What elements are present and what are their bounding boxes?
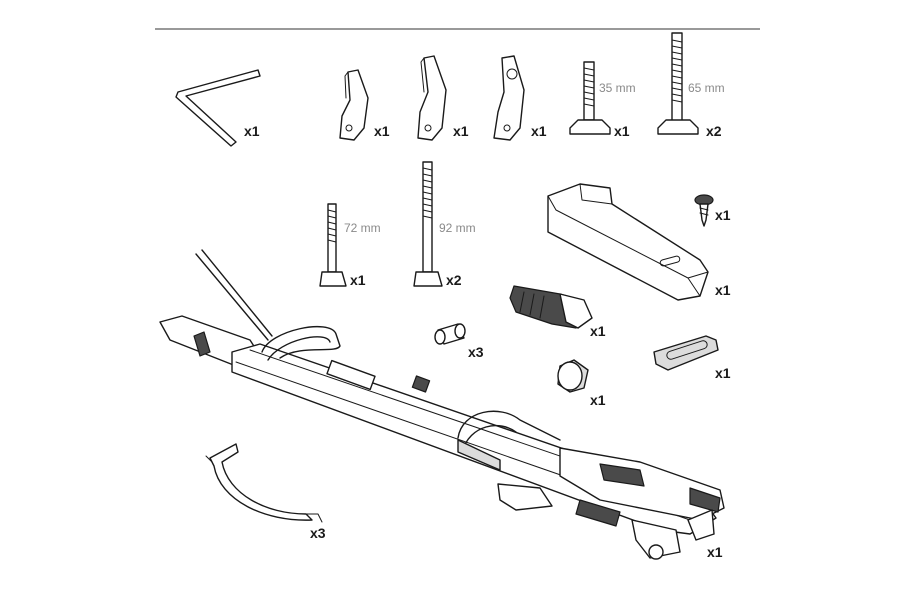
clamp-medium-qty: x1 bbox=[453, 123, 469, 139]
bolt-92-qty: x2 bbox=[446, 272, 462, 288]
tbolt-65-length: 65 mm bbox=[688, 81, 725, 95]
lock-cylinder-illustration bbox=[509, 285, 593, 329]
clamp-lock-qty: x1 bbox=[531, 123, 547, 139]
clamp-medium-illustration bbox=[417, 55, 447, 141]
hex-key-qty: x1 bbox=[244, 123, 260, 139]
tbolt-35-qty: x1 bbox=[614, 123, 630, 139]
bike-carrier-illustration bbox=[159, 249, 725, 560]
end-cap-illustration bbox=[557, 359, 589, 393]
bolt-72-illustration bbox=[319, 203, 347, 287]
hex-key-illustration bbox=[175, 69, 261, 147]
bolt-92-length: 92 mm bbox=[439, 221, 476, 235]
screw-illustration bbox=[694, 194, 714, 227]
wheel-strap-qty: x3 bbox=[310, 525, 326, 541]
clamp-small-qty: x1 bbox=[374, 123, 390, 139]
bolt-72-qty: x1 bbox=[350, 272, 366, 288]
wheel-strap-illustration bbox=[205, 443, 323, 523]
bike-carrier-qty: x1 bbox=[707, 544, 723, 560]
end-cap-qty: x1 bbox=[590, 392, 606, 408]
strap-pad-illustration bbox=[653, 335, 719, 371]
bolt-92-illustration bbox=[413, 161, 443, 287]
spacer-illustration bbox=[434, 323, 466, 345]
lock-cylinder-qty: x1 bbox=[590, 323, 606, 339]
clamp-lock-illustration bbox=[493, 55, 525, 141]
foot-block-illustration bbox=[547, 183, 709, 301]
clamp-small-illustration bbox=[339, 69, 369, 141]
tbolt-35-length: 35 mm bbox=[599, 81, 636, 95]
strap-pad-qty: x1 bbox=[715, 365, 731, 381]
screw-qty: x1 bbox=[715, 207, 731, 223]
tbolt-65-illustration bbox=[657, 32, 699, 135]
foot-block-qty: x1 bbox=[715, 282, 731, 298]
bolt-72-length: 72 mm bbox=[344, 221, 381, 235]
spacer-qty: x3 bbox=[468, 344, 484, 360]
tbolt-35-illustration bbox=[569, 61, 611, 135]
tbolt-65-qty: x2 bbox=[706, 123, 722, 139]
